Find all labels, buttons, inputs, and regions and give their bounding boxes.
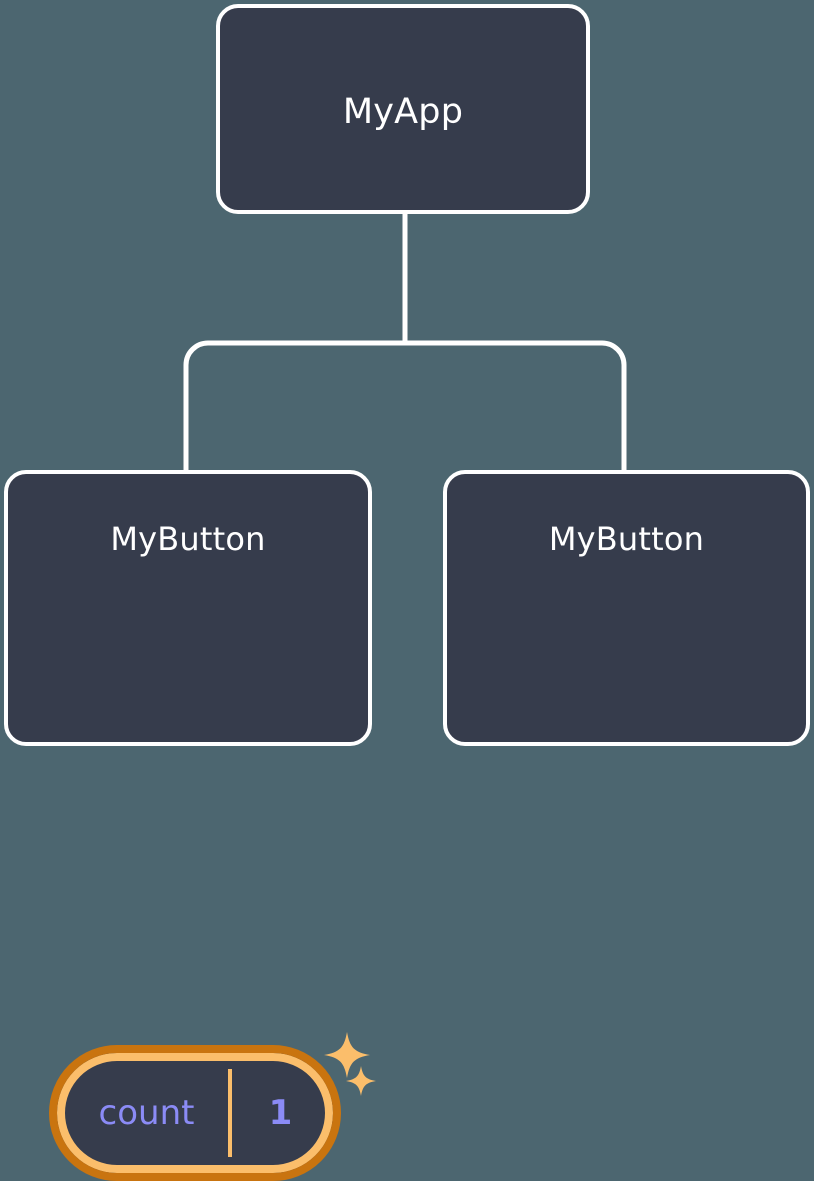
component-node-mybutton-right[interactable]: MyButton count 0 — [443, 470, 810, 746]
edge-bus-right — [405, 340, 627, 472]
edge-bus-left — [183, 340, 405, 472]
state-name-label: count — [98, 1093, 195, 1133]
component-tree-diagram: MyApp MyButton count 1 MyButton count 0 — [4, 4, 810, 1181]
component-node-myapp[interactable]: MyApp — [216, 4, 590, 214]
component-node-title: MyButton — [110, 520, 266, 558]
state-badge-count-highlighted[interactable]: count 1 — [49, 1045, 341, 1181]
state-value-label: 1 — [268, 1093, 293, 1133]
component-node-mybutton-left[interactable]: MyButton count 1 — [4, 470, 376, 1181]
component-node-title: MyButton — [548, 520, 705, 558]
sparkle-icon-small — [346, 1066, 376, 1096]
component-node-title: MyApp — [342, 92, 464, 132]
